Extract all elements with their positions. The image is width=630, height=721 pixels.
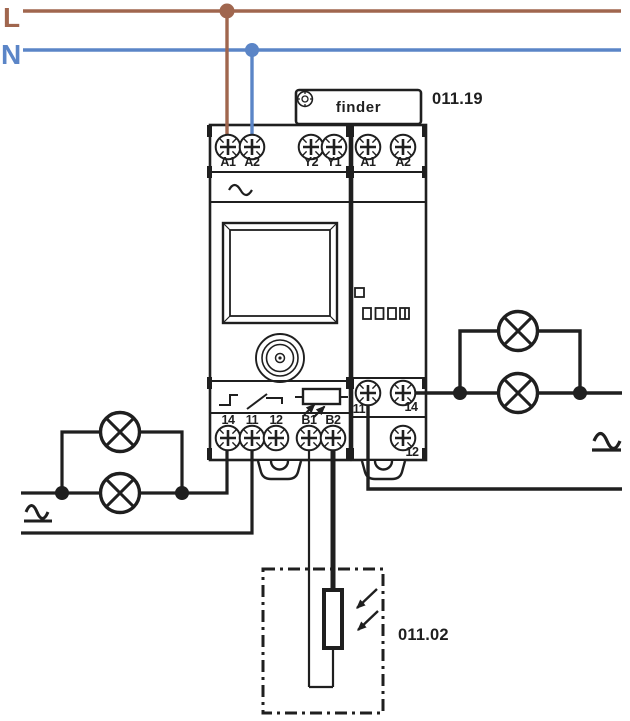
device-model-label: 011.19 xyxy=(432,90,483,108)
lamp-icon xyxy=(496,309,540,353)
left-load-circuit xyxy=(21,410,254,535)
terminal-label-b2: B2 xyxy=(325,413,341,427)
brand-area: finder xyxy=(296,90,421,124)
lamp-icon xyxy=(98,410,142,454)
right-load-circuit xyxy=(366,309,622,491)
photoresistor-icon xyxy=(295,387,348,418)
lamp-icon xyxy=(496,371,540,415)
sine-icon xyxy=(228,183,253,197)
screw-b2 xyxy=(319,424,347,452)
sensor-model-label: 011.02 xyxy=(398,626,449,644)
indicator-leds xyxy=(354,287,410,320)
terminal-label-11: 11 xyxy=(245,413,259,427)
junction-dot xyxy=(573,386,587,400)
ldr-element xyxy=(322,588,344,650)
module-edge-ticks xyxy=(207,125,427,460)
junction-dot xyxy=(175,486,189,500)
knob xyxy=(255,333,305,383)
wire xyxy=(21,450,254,535)
terminal-label-out-14: 14 xyxy=(404,400,418,414)
terminal-label-out-11: 11 xyxy=(352,402,366,416)
terminal-label-a1-right: A1 xyxy=(360,155,376,169)
terminal-label-a1: A1 xyxy=(220,155,236,169)
screw-12 xyxy=(262,424,290,452)
neutral-label: N xyxy=(1,39,22,70)
junction-dot xyxy=(219,3,235,19)
sensor-boundary-box xyxy=(261,567,385,715)
lamp-icon xyxy=(98,471,142,515)
screw-b1 xyxy=(295,424,323,452)
junction-dot xyxy=(245,43,259,57)
light-rays-icon xyxy=(356,588,379,631)
ac-source-icon xyxy=(592,431,622,452)
wire xyxy=(21,450,229,495)
terminal-label-y1: Y1 xyxy=(326,155,342,169)
terminal-label-y2: Y2 xyxy=(303,155,319,169)
sensor-circuit xyxy=(261,450,385,715)
wire xyxy=(366,393,622,491)
terminal-label-12: 12 xyxy=(269,413,283,427)
left-module-body xyxy=(208,123,352,462)
din-rail-tab xyxy=(256,460,407,481)
junction-dot xyxy=(453,386,467,400)
ac-source-icon xyxy=(24,504,52,523)
terminal-label-a2: A2 xyxy=(244,155,260,169)
terminal-label-b1: B1 xyxy=(301,413,317,427)
terminal-label-a2-right: A2 xyxy=(395,155,411,169)
terminal-label-14: 14 xyxy=(221,413,235,427)
lcd-display xyxy=(221,221,339,325)
phase-label: L xyxy=(3,2,21,33)
junction-dot xyxy=(55,486,69,500)
finder-logo-icon xyxy=(296,90,314,108)
screw-11 xyxy=(238,424,266,452)
terminal-label-out-12: 12 xyxy=(405,445,419,459)
screw-14 xyxy=(214,424,242,452)
relay-contact-icon xyxy=(219,393,283,410)
phase-line xyxy=(23,3,621,152)
brand-name: finder xyxy=(335,98,382,116)
device-housing xyxy=(207,88,428,481)
